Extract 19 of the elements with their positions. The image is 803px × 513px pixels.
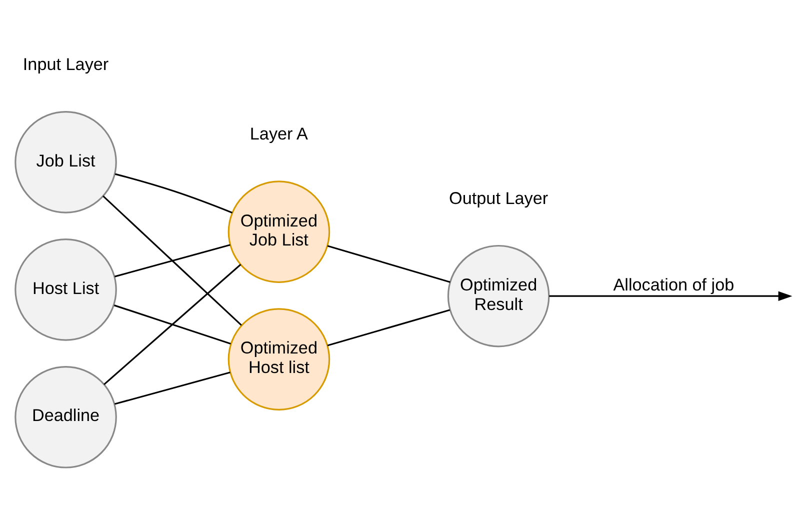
edge-label: Allocation of job <box>612 274 734 294</box>
label: Output Layer <box>448 187 548 208</box>
arrow <box>548 290 792 300</box>
connector <box>326 244 450 282</box>
connector <box>326 308 450 346</box>
node-circle: Job List <box>14 110 116 213</box>
connector <box>114 371 230 404</box>
node-circle: Optimized Result <box>446 244 550 347</box>
connector <box>113 304 230 344</box>
node-circle: Optimized Host list <box>227 308 330 410</box>
node-circle: Host List <box>14 238 116 340</box>
node-circle: Optimized Job List <box>227 180 330 282</box>
connector <box>103 263 241 385</box>
label: Input Layer <box>22 53 108 74</box>
connector <box>114 172 232 213</box>
node-circle: Deadline <box>14 366 116 468</box>
connector <box>102 195 242 326</box>
label: Layer A <box>249 122 308 143</box>
connector <box>114 244 230 277</box>
